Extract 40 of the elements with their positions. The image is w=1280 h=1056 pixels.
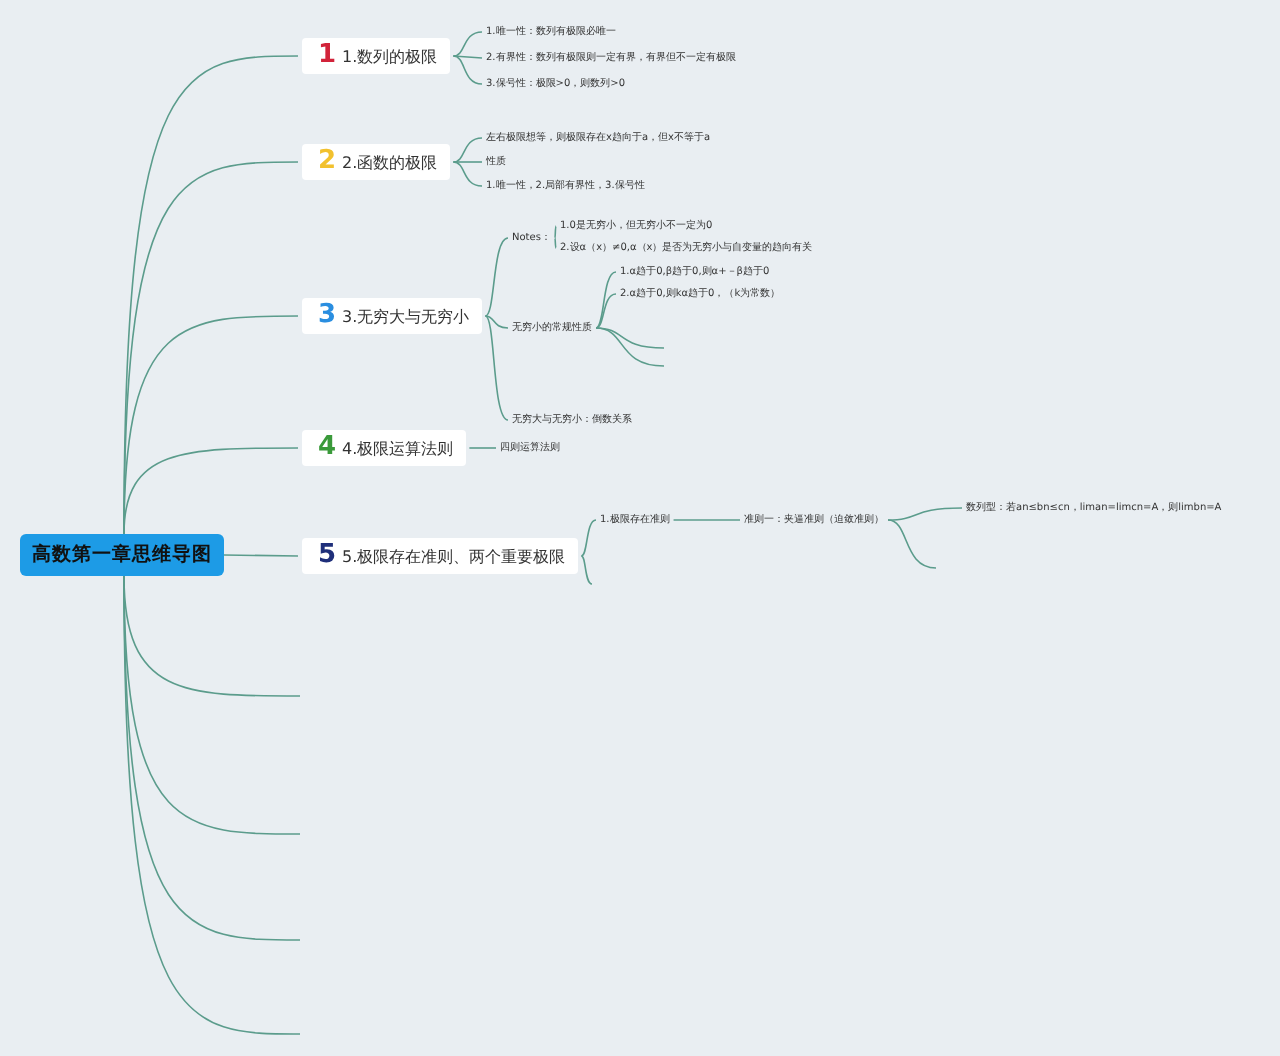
topic-box <box>302 38 450 74</box>
branch-line <box>452 161 483 187</box>
branch-line <box>595 327 665 367</box>
topic-label: 5.极限存在准则、两个重要极限 <box>342 545 566 567</box>
topic-number: 1 <box>318 42 337 70</box>
topic-number: 3 <box>318 302 337 330</box>
branch-line <box>580 519 597 557</box>
topic-box <box>302 298 482 334</box>
branch-line <box>554 225 557 239</box>
branch-line <box>452 161 483 163</box>
topic-number: 5 <box>318 542 337 570</box>
branch-line <box>887 519 937 569</box>
topic-label: 2.函数的极限 <box>342 151 438 173</box>
topic-box <box>302 430 466 466</box>
topic-number: 4 <box>318 434 337 462</box>
branch-line <box>484 315 509 421</box>
branch-line <box>887 507 963 521</box>
branch-line <box>580 555 593 585</box>
branch-line <box>484 315 509 329</box>
branch-line <box>484 237 509 317</box>
topic-label: 4.极限运算法则 <box>342 437 454 459</box>
branch-line <box>452 137 483 163</box>
branch-line <box>123 575 301 1035</box>
topic-label: 3.无穷大与无穷小 <box>342 305 470 327</box>
branch-line <box>672 519 741 521</box>
branch-line <box>595 293 617 329</box>
branch-line <box>595 327 665 349</box>
branch-line <box>452 55 483 85</box>
topic-label: 1.数列的极限 <box>342 45 438 67</box>
branch-line <box>468 447 497 449</box>
branch-line <box>123 447 299 535</box>
branch-line <box>452 31 483 57</box>
branch-line <box>452 55 483 59</box>
topic-box <box>302 538 578 574</box>
topic-box <box>302 144 450 180</box>
root-topic-box: 高数第一章思维导图 <box>20 534 224 576</box>
branch-line <box>223 554 299 557</box>
branch-line <box>595 271 617 329</box>
branch-line <box>554 237 557 249</box>
topic-number: 2 <box>318 148 337 176</box>
